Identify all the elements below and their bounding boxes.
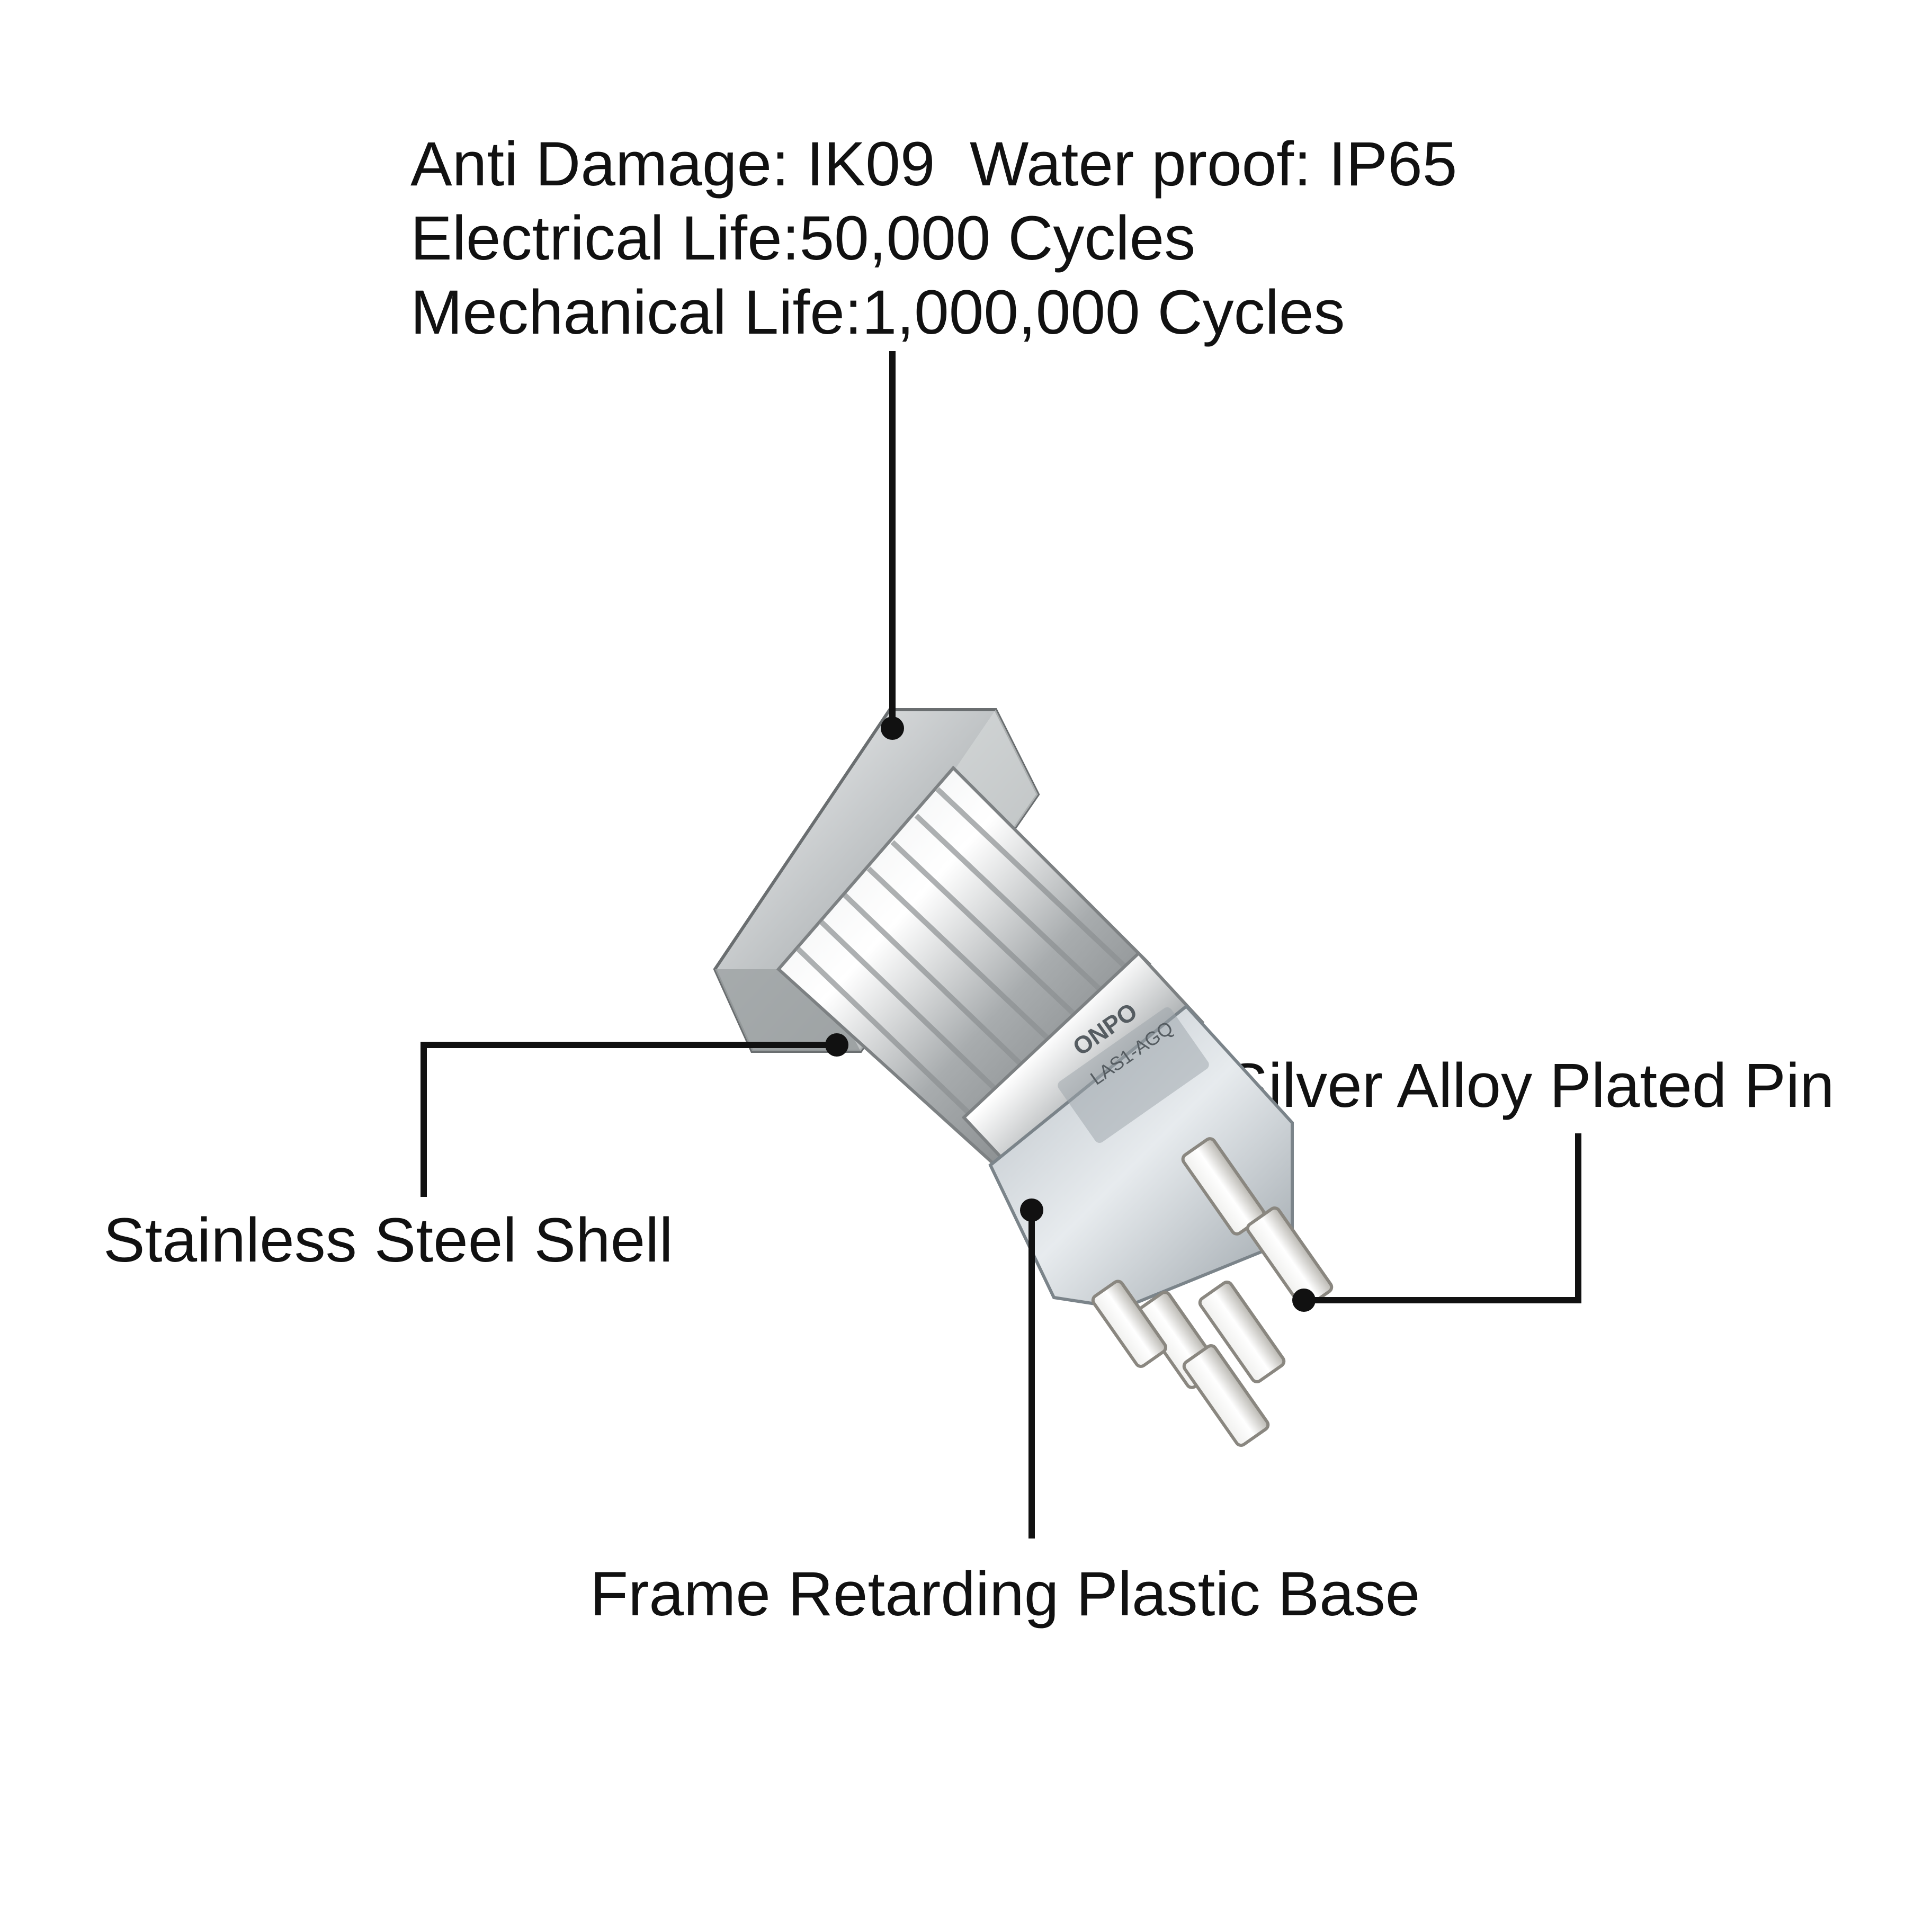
leader-dot-top xyxy=(881,717,904,740)
callout-plastic-base: Frame Retarding Plastic Base xyxy=(590,1559,1420,1629)
spec-line-protection: Anti Damage: IK09 Water proof: IP65 xyxy=(410,129,1457,199)
leader-dot-shell xyxy=(825,1033,848,1057)
leader-shell xyxy=(421,1033,848,1197)
leader-dot-pin xyxy=(1292,1289,1316,1312)
leader-pin xyxy=(1292,1133,1581,1312)
spec-line-electrical-life: Electrical Life:50,000 Cycles xyxy=(410,203,1196,273)
callout-stainless-shell: Stainless Steel Shell xyxy=(103,1205,673,1275)
push-button-switch-photo: ONPO LAS1-AGQ xyxy=(713,708,1334,1447)
leader-top xyxy=(881,351,904,740)
spec-block: Anti Damage: IK09 Water proof: IP65 Elec… xyxy=(410,127,1457,350)
callout-silver-pin: Silver Alloy Plated Pin xyxy=(1227,1051,1835,1121)
leader-dot-base xyxy=(1020,1198,1043,1222)
spec-line-mechanical-life: Mechanical Life:1,000,000 Cycles xyxy=(410,278,1345,347)
leader-base xyxy=(1020,1198,1043,1539)
